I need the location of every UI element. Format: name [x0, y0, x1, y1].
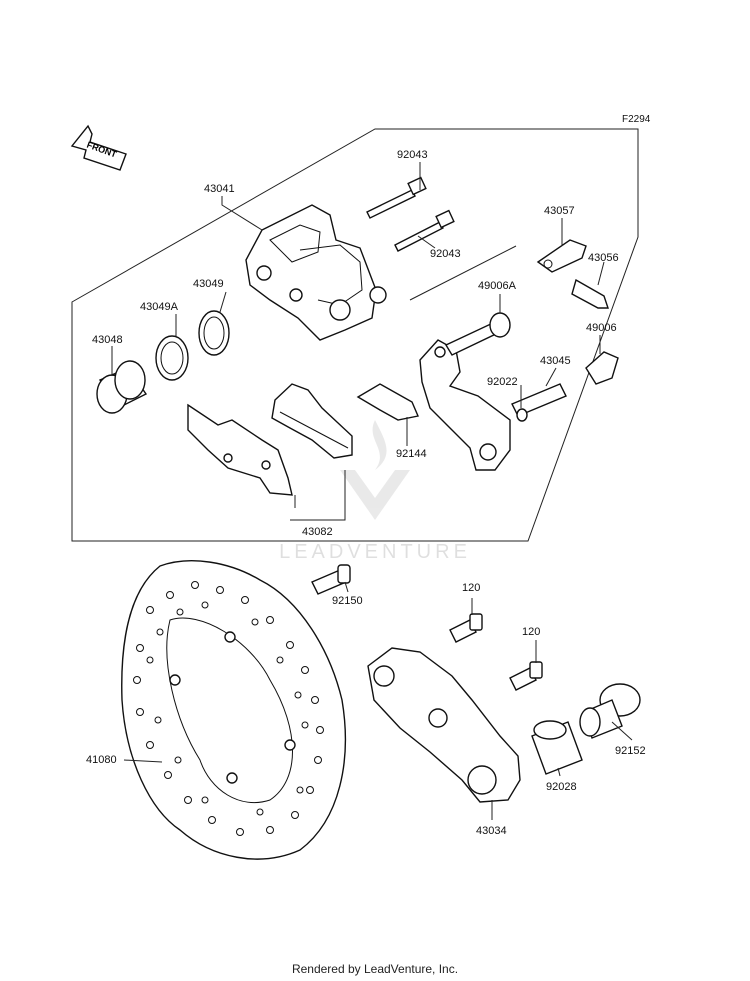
callout-92043-upper: 92043 — [397, 149, 428, 161]
callout-92022: 92022 — [487, 376, 518, 388]
bracket-pin-49006A — [445, 312, 511, 356]
caliper-bracket — [419, 339, 511, 471]
figure-code: F2294 — [622, 114, 651, 125]
collar-92028 — [531, 720, 583, 775]
callout-92144: 92144 — [396, 448, 427, 460]
footer-credit: Rendered by LeadVenture, Inc. — [291, 962, 459, 976]
callout-43041: 43041 — [204, 183, 235, 195]
caliper-bolt-upper — [366, 176, 427, 219]
callout-43057: 43057 — [544, 205, 575, 217]
bleed-valve-43056 — [571, 278, 609, 309]
callout-43034: 43034 — [476, 825, 507, 837]
brake-pad-shim — [187, 403, 293, 496]
callout-120-upper: 120 — [462, 582, 480, 594]
callout-43045: 43045 — [540, 355, 571, 367]
callout-43048: 43048 — [92, 334, 123, 346]
caliper-bolt-lower — [394, 209, 455, 252]
bushing-92152 — [579, 683, 641, 739]
callout-49006A: 49006A — [478, 280, 517, 292]
brake-pad — [271, 383, 353, 459]
leader-lines — [111, 162, 633, 820]
callout-120-lower: 120 — [522, 626, 540, 638]
caliper-holder — [367, 647, 521, 803]
holder-bolt-upper — [449, 613, 483, 643]
callout-92152: 92152 — [615, 745, 646, 757]
front-arrow-icon: FRONT — [70, 124, 127, 171]
callout-43082: 43082 — [302, 526, 333, 538]
brake-disc — [121, 560, 347, 860]
pin-bolt-43045 — [511, 383, 567, 417]
dust-seal-43049 — [198, 310, 230, 356]
circlip-92022 — [516, 408, 528, 422]
disc-bolt — [311, 564, 351, 595]
callout-92150: 92150 — [332, 595, 363, 607]
pin-49006 — [585, 351, 619, 385]
holder-bolt-lower — [509, 661, 543, 691]
callout-43049: 43049 — [193, 278, 224, 290]
callout-92043-lower: 92043 — [430, 248, 461, 260]
piston-seal-43049A — [155, 335, 189, 381]
piston-43048 — [96, 360, 148, 414]
watermark-logo — [340, 420, 410, 520]
brake-caliper-body — [245, 204, 387, 341]
caliper-assembly-outline — [71, 128, 639, 542]
callout-49006: 49006 — [586, 322, 617, 334]
pad-spring — [356, 383, 419, 421]
callout-43049A: 43049A — [140, 301, 179, 313]
watermark-text: LEADVENTURE — [279, 541, 471, 563]
callout-92028: 92028 — [546, 781, 577, 793]
bleed-cap-43057 — [536, 239, 587, 273]
callout-41080: 41080 — [86, 754, 117, 766]
callout-43056: 43056 — [588, 252, 619, 264]
